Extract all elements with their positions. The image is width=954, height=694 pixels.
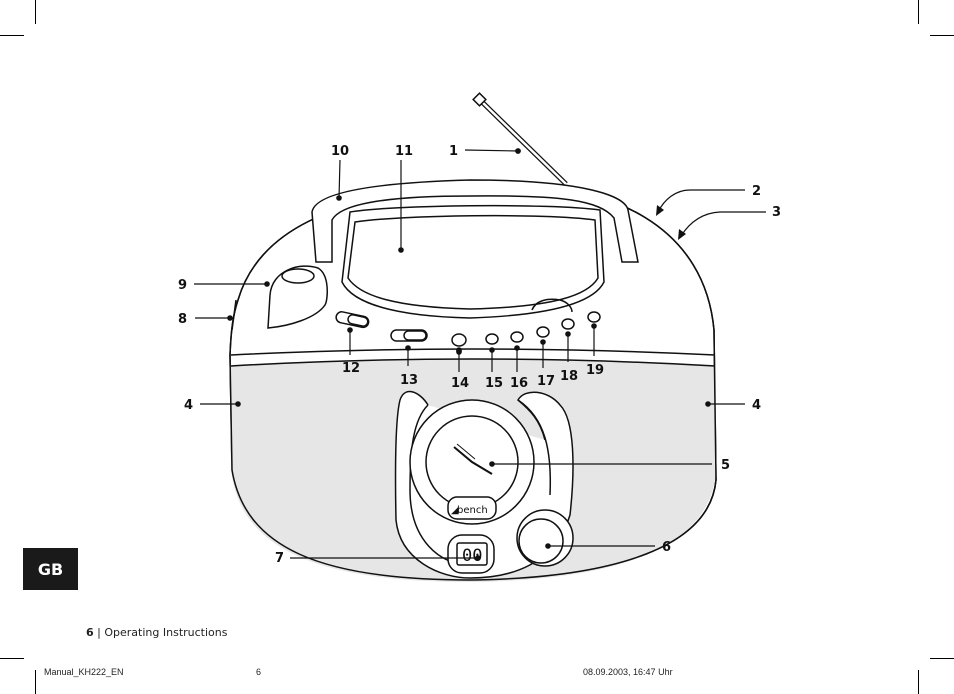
footer-title: Operating Instructions — [104, 626, 228, 639]
tuning-knob[interactable] — [267, 265, 329, 329]
callout-label: 4 — [752, 398, 761, 413]
callout-label: 5 — [721, 458, 730, 473]
cd-display — [447, 534, 495, 574]
callout-label: 18 — [560, 369, 578, 384]
footer-separator: | — [97, 626, 101, 639]
callout-label: 10 — [331, 144, 349, 159]
volume-knob[interactable] — [516, 509, 574, 567]
arrowhead-icon — [656, 205, 664, 216]
cd-program-button[interactable] — [561, 318, 575, 330]
cd-lid — [341, 204, 605, 319]
crop-mark — [0, 35, 24, 36]
crop-mark — [35, 670, 36, 694]
callout-label: 6 — [662, 540, 671, 555]
callout-label: 2 — [752, 184, 761, 199]
crop-mark — [918, 670, 919, 694]
brand-logo-icon: ◢ — [451, 505, 459, 516]
callout-label: 3 — [772, 205, 781, 220]
brand-badge — [447, 496, 497, 520]
callout-label: 14 — [451, 376, 469, 391]
callout-label: 11 — [395, 144, 413, 159]
callout-label: 15 — [485, 376, 503, 391]
leader-lines — [194, 149, 766, 559]
callout-label: 19 — [586, 363, 604, 378]
language-tab: GB — [23, 548, 78, 590]
callout-label: 16 — [510, 376, 528, 391]
crop-mark — [918, 0, 919, 24]
leader-dots — [227, 148, 711, 561]
callout-label: 9 — [178, 278, 187, 293]
page-footer: 6 | Operating Instructions — [86, 626, 227, 639]
display-reading: 00 — [462, 546, 482, 566]
callout-label: 12 — [342, 361, 360, 376]
brand-label: bench — [457, 505, 488, 516]
callout-label: 1 — [449, 144, 458, 159]
side-socket — [231, 299, 237, 331]
slug-timestamp: 08.09.2003, 16:47 Uhr — [583, 667, 673, 677]
function-slider[interactable] — [335, 311, 370, 329]
band-slider[interactable] — [390, 329, 428, 342]
arrowhead-icon — [678, 229, 686, 240]
cd-skip-back-button[interactable] — [510, 331, 524, 343]
carry-handle — [311, 179, 639, 263]
slug-filename: Manual_KH222_EN — [44, 667, 124, 677]
crop-mark — [35, 0, 36, 24]
antenna — [472, 92, 568, 186]
cd-skip-forward-button[interactable] — [536, 326, 550, 338]
callout-label: 4 — [184, 398, 193, 413]
slug-page: 6 — [256, 667, 262, 677]
callout-label: 8 — [178, 312, 187, 327]
cd-repeat-button[interactable] — [587, 311, 601, 323]
crop-mark — [930, 35, 954, 36]
callout-label: 7 — [275, 551, 284, 566]
front-divider — [230, 348, 716, 356]
page-number: 6 — [86, 626, 94, 639]
callout-label: 13 — [400, 373, 418, 388]
callout-label: 17 — [537, 374, 555, 389]
crop-mark — [930, 658, 954, 659]
cd-stop-button[interactable] — [485, 333, 499, 345]
cd-play-pause-button[interactable] — [451, 333, 467, 347]
crop-mark — [0, 658, 24, 659]
